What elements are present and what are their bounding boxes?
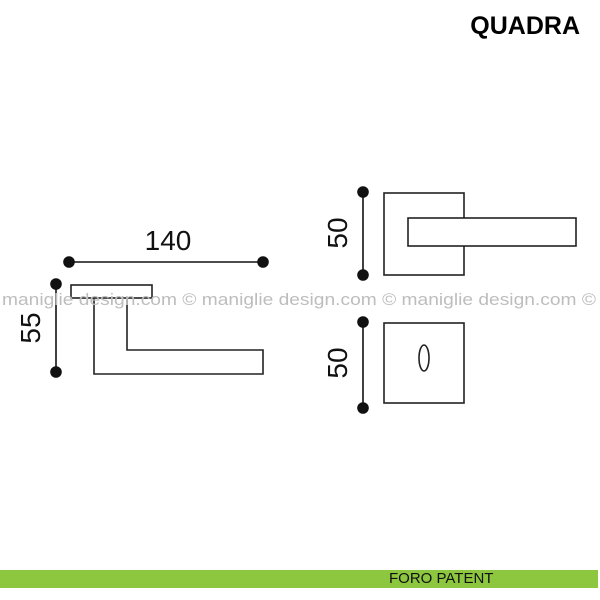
escutcheon-label: 50 <box>322 347 353 378</box>
dimension-length <box>63 256 269 268</box>
footer-bar: FORO PATENT <box>0 570 598 588</box>
keyhole-icon <box>418 344 430 372</box>
dimension-escutcheon <box>357 316 369 414</box>
lever-front-view <box>407 217 577 247</box>
watermark: maniglie design.com © maniglie design.co… <box>2 290 597 309</box>
footer-label: FORO PATENT <box>389 570 494 587</box>
lever-side-view <box>93 298 264 375</box>
dimension-height <box>50 278 62 378</box>
product-title: QUADRA <box>470 12 580 40</box>
height-label: 55 <box>15 312 46 343</box>
escutcheon-plate <box>383 322 465 404</box>
dimension-rosette <box>357 186 369 281</box>
rosette-side-view <box>70 284 153 299</box>
length-label: 140 <box>145 225 192 256</box>
rosette-label: 50 <box>322 217 353 248</box>
